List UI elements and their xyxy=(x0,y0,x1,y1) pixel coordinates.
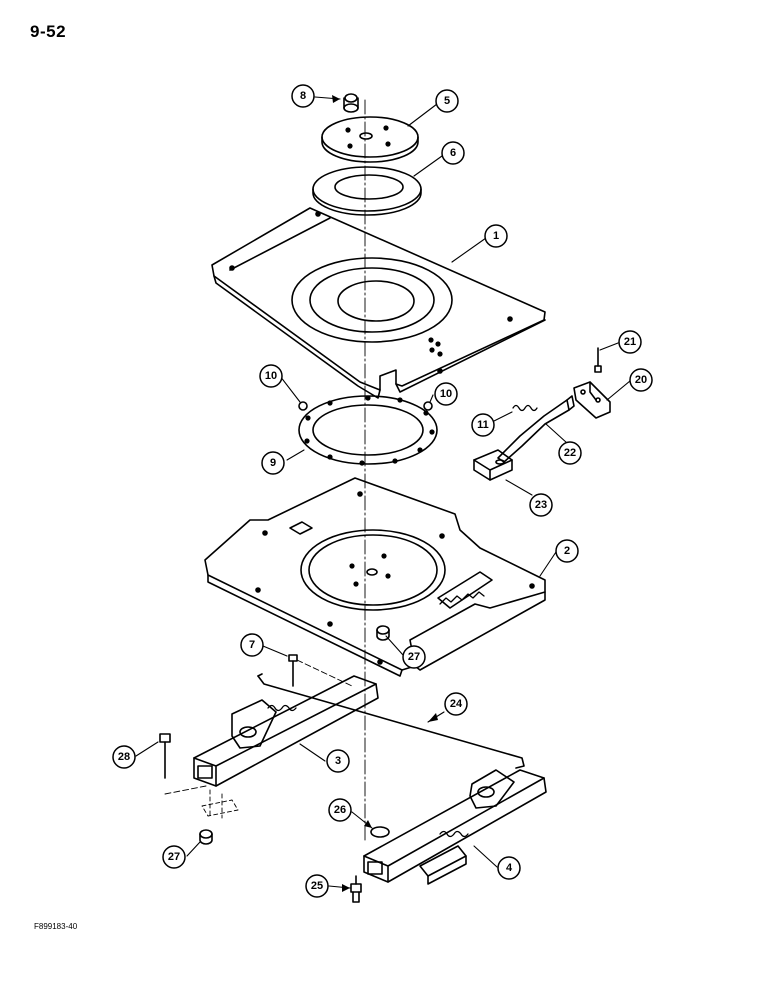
callout-1-label: 1 xyxy=(493,230,499,242)
callout-24-label: 24 xyxy=(450,698,463,710)
arrowhead-26 xyxy=(364,820,372,828)
callout-20-label: 20 xyxy=(635,374,647,386)
leader-3 xyxy=(299,743,326,762)
part-21-bolt xyxy=(594,347,602,373)
leader-21 xyxy=(599,342,619,351)
callout-10a-circle xyxy=(259,364,283,388)
callout-27b-label: 27 xyxy=(168,851,180,863)
callout-8-label: 8 xyxy=(300,90,306,102)
callout-10a-label: 10 xyxy=(265,370,277,382)
callout-21-label: 21 xyxy=(624,336,636,348)
leader-6 xyxy=(413,155,443,177)
callout-22-label: 22 xyxy=(564,447,576,459)
leader-10a xyxy=(279,375,301,403)
callout-23-label: 23 xyxy=(535,499,547,511)
part-9-bearing-ring xyxy=(298,395,438,466)
leader-9 xyxy=(286,449,305,461)
part-23-knob xyxy=(473,449,513,481)
leader-4 xyxy=(473,845,498,868)
callout-7-circle xyxy=(240,633,264,657)
part-24-rod xyxy=(257,673,525,769)
callout-3-circle xyxy=(326,749,350,773)
part-20-bracket xyxy=(573,381,611,419)
leader-7 xyxy=(262,645,288,657)
part-10-ball-left xyxy=(298,401,308,411)
leader-20 xyxy=(606,380,631,401)
leader-27a xyxy=(385,635,404,656)
figure-code: F899183-40 xyxy=(34,922,78,931)
part-8-nut xyxy=(343,93,359,113)
callout-4-label: 4 xyxy=(506,862,513,874)
leader-22 xyxy=(545,423,568,444)
leader-28 xyxy=(135,741,159,757)
leader-2 xyxy=(539,551,557,577)
callout-26-circle xyxy=(328,798,352,822)
leader-27b xyxy=(186,841,201,857)
callout-10b-label: 10 xyxy=(440,388,452,400)
callout-1-circle xyxy=(484,224,508,248)
callout-25-label: 25 xyxy=(311,880,323,892)
leader-1 xyxy=(451,237,487,263)
callout-5-circle xyxy=(435,89,459,113)
arrowhead-25 xyxy=(342,884,350,892)
callout-5-label: 5 xyxy=(444,95,450,107)
part-6-ring xyxy=(312,166,422,216)
callout-9-label: 9 xyxy=(270,457,276,469)
callout-6-label: 6 xyxy=(450,147,456,159)
callout-20-circle xyxy=(629,368,653,392)
callout-11-label: 11 xyxy=(477,419,489,431)
callout-24-circle xyxy=(444,692,468,716)
callout-4-circle xyxy=(497,856,521,880)
callout-25-circle xyxy=(305,874,329,898)
part-26-washer xyxy=(370,826,390,838)
callout-10b-circle xyxy=(434,382,458,406)
callout-27b-circle xyxy=(162,845,186,869)
leader-23 xyxy=(505,479,533,496)
callout-27a-label: 27 xyxy=(408,651,420,663)
callout-28-circle xyxy=(112,745,136,769)
part-1-upper-plate xyxy=(211,207,546,399)
callout-9-circle xyxy=(261,451,285,475)
callout-22-circle xyxy=(558,441,582,465)
page-number: 9-52 xyxy=(30,22,67,41)
callout-28-label: 28 xyxy=(118,751,130,763)
callout-3-label: 3 xyxy=(335,755,341,767)
arrowhead-24 xyxy=(428,713,438,722)
part-11-spring xyxy=(512,404,538,412)
leader-11 xyxy=(493,411,513,422)
part-4-right-rail xyxy=(363,769,547,885)
callout-27a-circle xyxy=(402,645,426,669)
part-27-nut-upper xyxy=(376,625,390,641)
callout-23-circle xyxy=(529,493,553,517)
part-5-plate xyxy=(321,116,419,163)
callout-2-circle xyxy=(555,539,579,563)
callout-11-circle xyxy=(471,413,495,437)
callout-6-circle xyxy=(441,141,465,165)
part-2-base-plate xyxy=(204,477,546,677)
leader-5 xyxy=(407,103,438,127)
leader-10b xyxy=(429,394,434,403)
arrowhead-8 xyxy=(332,95,340,103)
callout-8-circle xyxy=(291,84,315,108)
callout-21-circle xyxy=(618,330,642,354)
part-10-ball-right xyxy=(423,401,433,411)
callout-26-label: 26 xyxy=(334,804,346,816)
part-28-bolt xyxy=(159,733,207,795)
part-25-bolt xyxy=(350,875,362,903)
part-27-nut-lower xyxy=(199,829,213,845)
part-3-left-rail xyxy=(193,675,379,819)
callout-2-label: 2 xyxy=(564,545,570,557)
callout-7-label: 7 xyxy=(249,639,255,651)
